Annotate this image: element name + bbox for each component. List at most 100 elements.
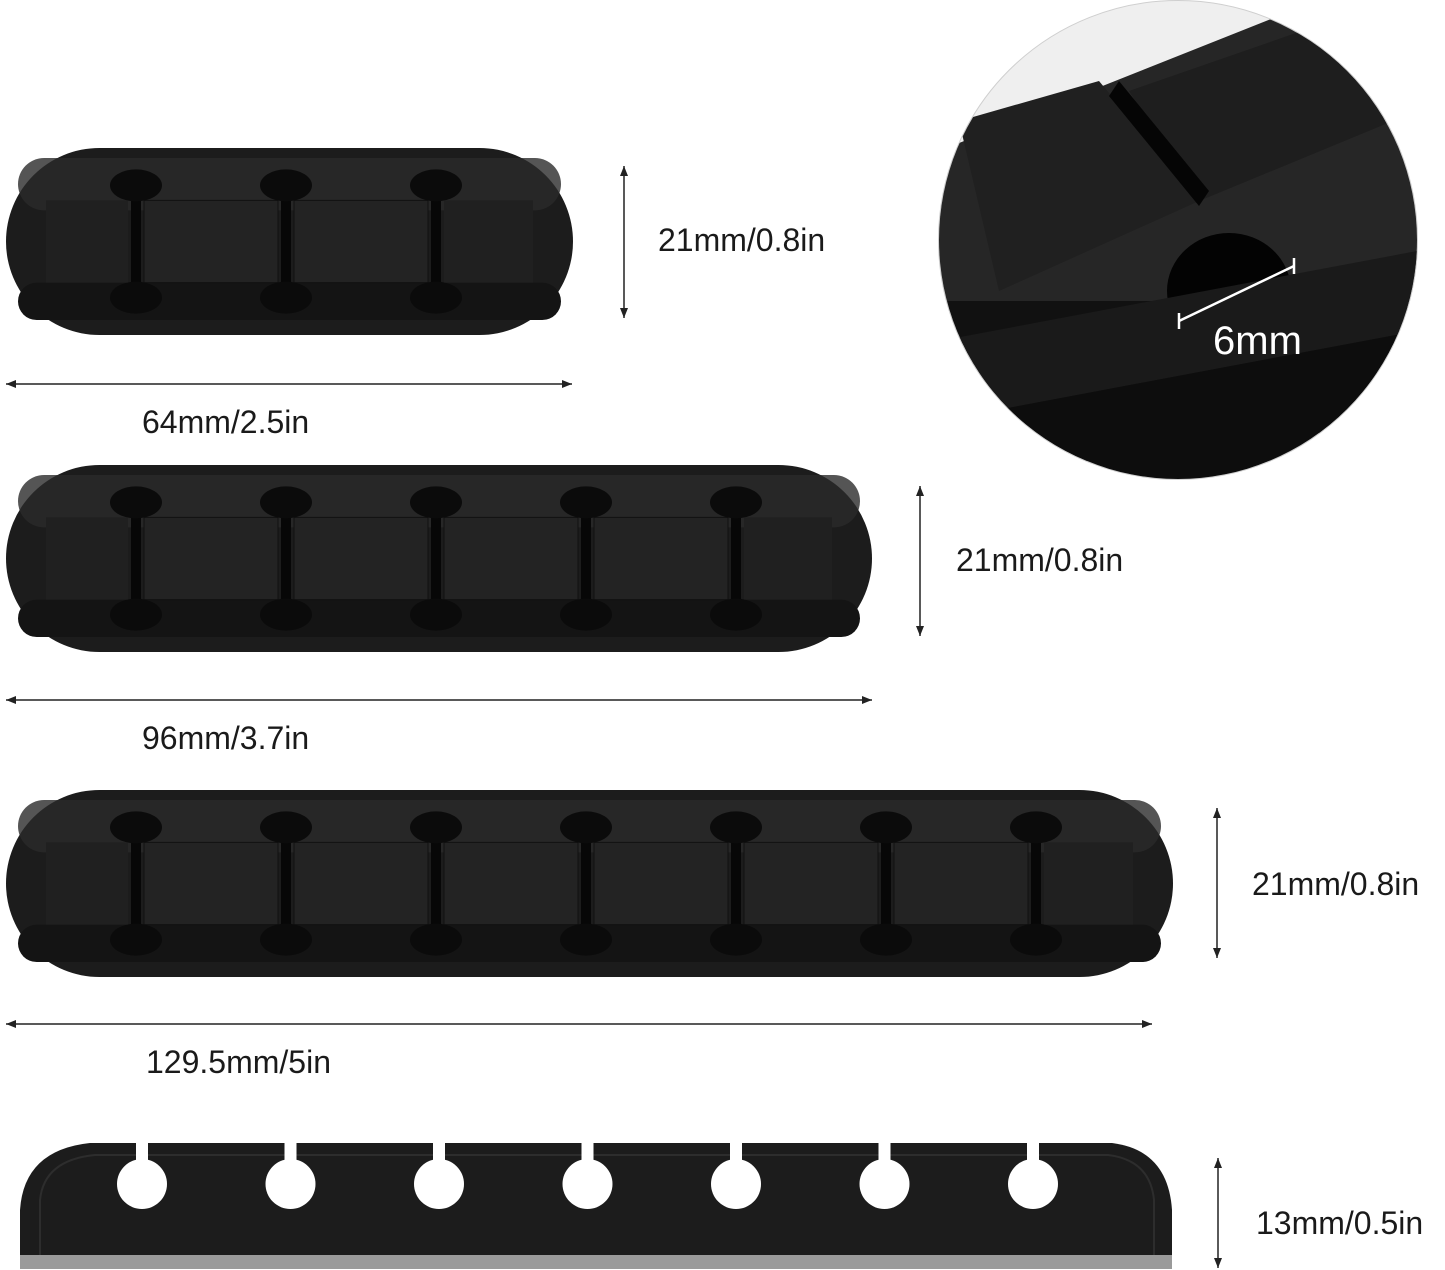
- arrow-head-right: [1142, 1020, 1152, 1028]
- clip-slot-hole-bottom: [260, 281, 312, 314]
- arrow-head-left: [6, 696, 16, 704]
- clip-slot-groove: [431, 502, 441, 615]
- clip-slot-hole-top: [110, 169, 162, 202]
- clip-segment: [143, 199, 279, 284]
- side-height-label: 13mm/0.5in: [1256, 1205, 1424, 1241]
- clip-slot-hole-top: [860, 811, 912, 844]
- arrow-head-left: [6, 1020, 16, 1028]
- clip-slot-hole-bottom: [110, 598, 162, 631]
- clip-slot-hole-top: [710, 486, 762, 519]
- clip-slot-hole-top: [260, 486, 312, 519]
- side-cable-hole: [117, 1159, 167, 1209]
- clip-segment: [293, 841, 429, 926]
- arrow-head-bottom: [1213, 948, 1221, 958]
- clip-slot-hole-bottom: [410, 923, 462, 956]
- clip-slot-hole-bottom: [860, 923, 912, 956]
- clip5-height-label: 21mm/0.8in: [956, 542, 1124, 578]
- clip-slot-groove: [1031, 827, 1041, 940]
- side-slot-gap: [730, 1140, 742, 1162]
- clip-segment: [443, 841, 579, 926]
- clip-slot-hole-bottom: [260, 598, 312, 631]
- clip-segment: [893, 841, 1029, 926]
- clip-slot-groove: [281, 502, 291, 615]
- arrow-head-bottom: [1214, 1258, 1222, 1268]
- hole-diameter-label: 6mm: [1213, 319, 1302, 363]
- clip-segment: [143, 841, 279, 926]
- clip-slot-hole-top: [260, 811, 312, 844]
- clip-slot-hole-bottom: [710, 923, 762, 956]
- arrow-head-top: [620, 166, 628, 176]
- detail-zoom-circle: 6mm: [938, 0, 1418, 480]
- side-base: [20, 1255, 1172, 1269]
- clip-end-left: [46, 842, 128, 925]
- clip-end-left: [46, 200, 128, 283]
- clip-slot-hole-top: [110, 811, 162, 844]
- clip-slot-hole-top: [560, 486, 612, 519]
- side-cable-hole: [711, 1159, 761, 1209]
- clip-slot-hole-bottom: [110, 281, 162, 314]
- clip-slot-hole-top: [710, 811, 762, 844]
- clip5-height-arrow: [916, 486, 924, 636]
- arrow-head-right: [862, 696, 872, 704]
- clip-body-group: [6, 790, 1173, 977]
- clip-segment: [293, 199, 429, 284]
- arrow-head-bottom: [620, 308, 628, 318]
- clip-slot-groove: [131, 827, 141, 940]
- detail-zoom-image: [939, 1, 1417, 479]
- clip-slot-groove: [281, 827, 291, 940]
- arrow-head-right: [562, 380, 572, 388]
- clip-slot-hole-top: [1010, 811, 1062, 844]
- clip-segment: [143, 516, 279, 601]
- side-cable-hole: [859, 1159, 910, 1209]
- clip-slot-groove: [581, 827, 591, 940]
- clip-slot-hole-top: [110, 486, 162, 519]
- arrow-head-left: [6, 380, 16, 388]
- clip-slot-groove: [731, 502, 741, 615]
- clip-slot-hole-top: [560, 811, 612, 844]
- clip-body-group: [6, 465, 872, 652]
- clip-slot-hole-bottom: [260, 923, 312, 956]
- clip-slot-hole-top: [260, 169, 312, 202]
- clip-slot-hole-bottom: [560, 923, 612, 956]
- clip7-width-label: 129.5mm/5in: [146, 1044, 331, 1080]
- clip-slot-hole-bottom: [410, 281, 462, 314]
- clip-slot-hole-bottom: [110, 923, 162, 956]
- clip-slot-hole-bottom: [410, 598, 462, 631]
- clip3-width-label: 64mm/2.5in: [142, 404, 310, 440]
- clip-segment: [293, 516, 429, 601]
- clip-slot-groove: [431, 185, 441, 298]
- clip-end-left: [46, 517, 128, 600]
- clip-end-right: [1044, 842, 1133, 925]
- clip-segment: [743, 841, 879, 926]
- clip7-width-arrow: [6, 1020, 1152, 1028]
- clip-slot-groove: [581, 502, 591, 615]
- arrow-head-top: [1213, 808, 1221, 818]
- side-slot-gap: [136, 1140, 148, 1162]
- side-slot-gap: [1027, 1140, 1039, 1162]
- side-cable-hole: [265, 1159, 316, 1209]
- clip3-height-arrow: [620, 166, 628, 318]
- clip-segment: [593, 516, 729, 601]
- side-slot-gap: [878, 1140, 891, 1162]
- clip-slot-hole-top: [410, 811, 462, 844]
- side-slot-gap: [284, 1140, 297, 1162]
- clip-slot-groove: [431, 827, 441, 940]
- clip5-width-label: 96mm/3.7in: [142, 720, 310, 756]
- arrow-head-top: [1214, 1158, 1222, 1168]
- clip3-height-label: 21mm/0.8in: [658, 222, 826, 258]
- clip-segment: [593, 841, 729, 926]
- clip-slot-hole-bottom: [710, 598, 762, 631]
- arrow-head-bottom: [916, 626, 924, 636]
- clip-slot-groove: [281, 185, 291, 298]
- clip-body-group: [6, 148, 573, 335]
- clip7-height-arrow: [1213, 808, 1221, 958]
- side-height-arrow: [1214, 1158, 1222, 1268]
- clip-slot-hole-top: [410, 486, 462, 519]
- clip3-width-arrow: [6, 380, 572, 388]
- side-cable-hole: [414, 1159, 464, 1209]
- clip-slot-hole-bottom: [1010, 923, 1062, 956]
- clip-slot-groove: [731, 827, 741, 940]
- clip-slot-groove: [131, 502, 141, 615]
